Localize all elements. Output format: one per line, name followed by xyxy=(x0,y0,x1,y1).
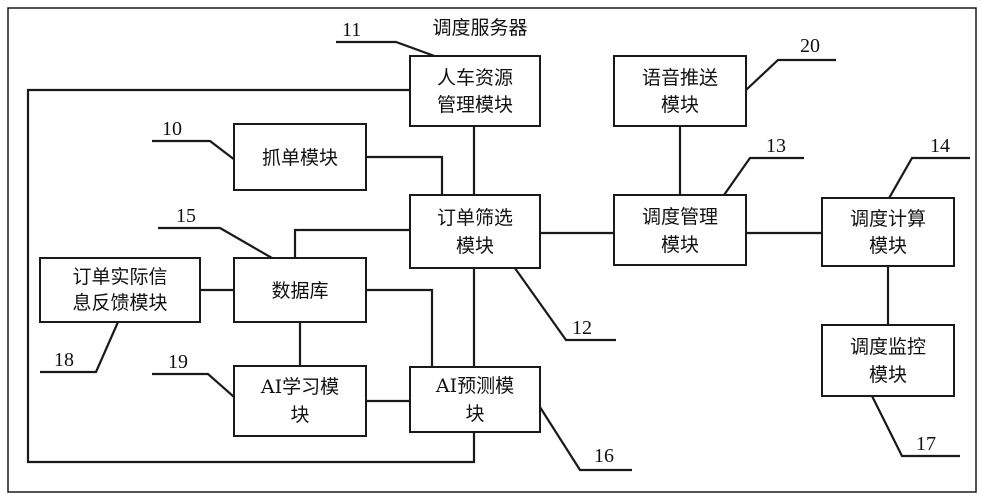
connection-lines xyxy=(26,88,890,464)
leader-17 xyxy=(871,395,960,458)
ref-number: 12 xyxy=(572,317,592,339)
leader-19 xyxy=(152,372,243,405)
module-label-line1: AI预测模 xyxy=(435,375,514,397)
server-title: 调度服务器 xyxy=(432,17,527,39)
module-label-line1: AI学习模 xyxy=(260,376,339,398)
ref-number: 13 xyxy=(766,135,786,157)
module-database: 数据库 xyxy=(233,257,367,323)
module-label-line1: 人车资源 xyxy=(437,67,513,89)
module-ai-predict: AI预测模 块 xyxy=(409,366,541,433)
leader-14 xyxy=(887,156,970,201)
module-grab: 抓单模块 xyxy=(233,123,367,191)
module-label-line2: 模块 xyxy=(661,94,699,116)
ref-number: 10 xyxy=(162,118,182,140)
ref-number: 17 xyxy=(916,433,936,455)
leader-20 xyxy=(745,58,836,91)
reference-numbers: 11 10 20 13 14 15 18 19 12 16 17 xyxy=(54,19,950,467)
module-dispatch-mgmt: 调度管理 模块 xyxy=(613,194,747,266)
module-label-line1: 语音推送 xyxy=(642,67,718,89)
leader-16 xyxy=(537,403,632,472)
module-label-line1: 调度计算 xyxy=(850,208,926,230)
line-grab-filter xyxy=(366,155,444,195)
ref-number: 14 xyxy=(930,135,950,157)
module-label-line2: 息反馈模块 xyxy=(72,292,167,314)
leader-12 xyxy=(511,263,616,342)
line-db-predict xyxy=(366,288,434,367)
module-dispatch-calc: 调度计算 模块 xyxy=(821,197,955,267)
module-label-line2: 块 xyxy=(290,404,309,426)
module-label-line2: 模块 xyxy=(661,234,699,256)
module-label-line2: 块 xyxy=(465,403,484,425)
leader-18 xyxy=(40,321,120,374)
module-monitor: 调度监控 模块 xyxy=(821,324,955,397)
ref-number: 18 xyxy=(54,349,74,371)
outer-frame xyxy=(7,7,977,493)
leader-lines xyxy=(40,40,970,472)
module-label-line1: 订单实际信 xyxy=(72,266,167,288)
ref-number: 15 xyxy=(176,205,196,227)
module-label-line1: 订单筛选 xyxy=(437,207,513,229)
line-filter-db xyxy=(293,228,410,258)
ref-number: 11 xyxy=(342,19,361,41)
module-voice: 语音推送 模块 xyxy=(613,55,747,127)
loop-line xyxy=(26,88,476,464)
ref-number: 19 xyxy=(168,351,188,373)
module-filter: 订单筛选 模块 xyxy=(409,194,541,269)
module-person-vehicle: 人车资源 管理模块 xyxy=(409,55,541,127)
leader-11 xyxy=(336,40,441,60)
module-ai-learn: AI学习模 块 xyxy=(233,365,367,437)
leader-13 xyxy=(723,156,804,196)
ref-number: 20 xyxy=(800,35,820,57)
module-label-line2: 管理模块 xyxy=(437,94,513,116)
module-label-line1: 调度管理 xyxy=(642,206,718,228)
module-label-line2: 模块 xyxy=(869,364,907,386)
module-feedback: 订单实际信 息反馈模块 xyxy=(39,257,201,323)
ref-number: 16 xyxy=(594,445,614,467)
module-label-line1: 数据库 xyxy=(271,280,328,302)
module-label-line2: 模块 xyxy=(456,235,494,257)
leader-15 xyxy=(158,226,273,259)
module-label-line1: 调度监控 xyxy=(850,336,926,358)
module-label-line2: 模块 xyxy=(869,235,907,257)
module-label-line1: 抓单模块 xyxy=(262,147,338,169)
